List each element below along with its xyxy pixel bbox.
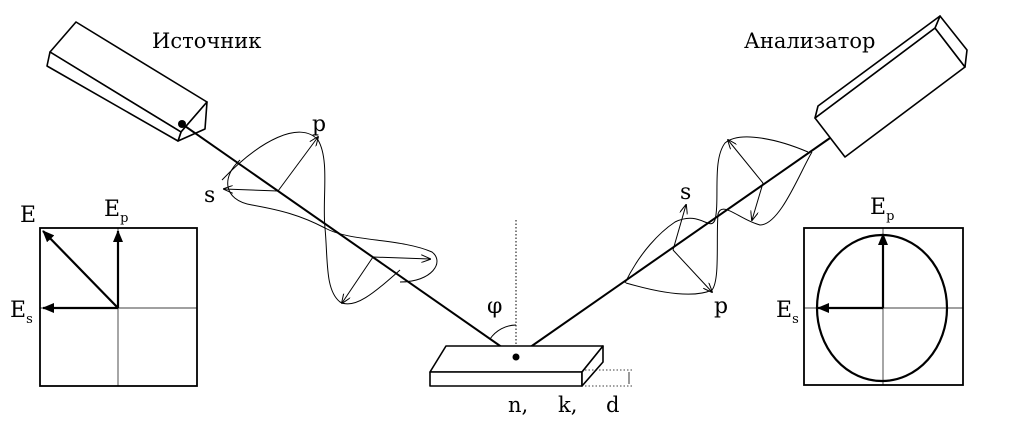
incident-p-arrow — [277, 137, 318, 192]
sample-slab — [429, 345, 604, 387]
incident-p-arrow-2 — [342, 256, 374, 303]
incidence-point — [512, 353, 520, 361]
label-d: d — [606, 393, 619, 417]
right-Es-label: Es — [776, 298, 799, 327]
label-k: k, — [558, 393, 577, 417]
reflected-beam — [515, 137, 831, 358]
incident-s-arrow-2 — [372, 257, 430, 259]
reflected-s-label: s — [680, 180, 691, 205]
left-E-arrow — [42, 230, 119, 309]
incident-s-arrow — [224, 189, 279, 191]
reflected-s-arrow-2 — [728, 140, 764, 184]
incident-s-label: s — [204, 183, 215, 208]
reflected-s-arrow — [672, 205, 686, 251]
left-E-label: E — [20, 203, 36, 228]
angle-phi-label: φ — [487, 294, 502, 319]
reflected-p-arrow — [672, 249, 712, 292]
analyzer-label: Анализатор — [744, 29, 875, 53]
label-n: n, — [508, 393, 528, 417]
angle-arc — [489, 324, 517, 340]
incident-s-wave — [227, 159, 438, 283]
incident-p-wave — [221, 131, 401, 305]
analyzer-box — [814, 15, 968, 158]
right-Ep-label: Ep — [870, 195, 894, 224]
reflected-p-label: p — [714, 294, 728, 319]
reflected-p-wave — [624, 136, 809, 284]
incident-beam — [181, 123, 517, 358]
source-label: Источник — [152, 29, 261, 53]
reflected-p-arrow-2 — [752, 182, 764, 220]
source-box — [46, 21, 208, 142]
left-Ep-label: Ep — [104, 197, 128, 226]
left-Es-label: Es — [10, 298, 33, 327]
incident-p-label: p — [312, 112, 326, 137]
reflected-s-wave — [625, 151, 813, 295]
